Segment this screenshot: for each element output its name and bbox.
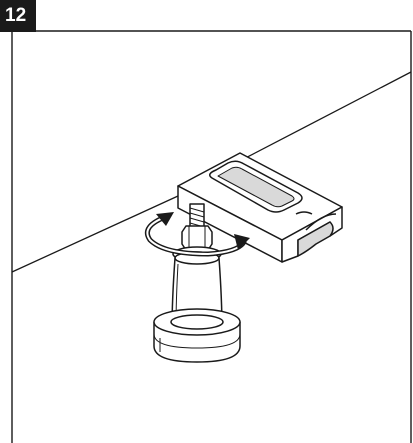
arrow-head-left <box>156 212 174 226</box>
figure-frame <box>11 30 412 443</box>
adjustable-foot <box>153 203 241 363</box>
rotation-arrow <box>144 212 250 257</box>
cabinet-edges <box>11 71 412 273</box>
step-number-badge: 12 <box>0 0 36 32</box>
arrow-head-right <box>234 234 250 250</box>
